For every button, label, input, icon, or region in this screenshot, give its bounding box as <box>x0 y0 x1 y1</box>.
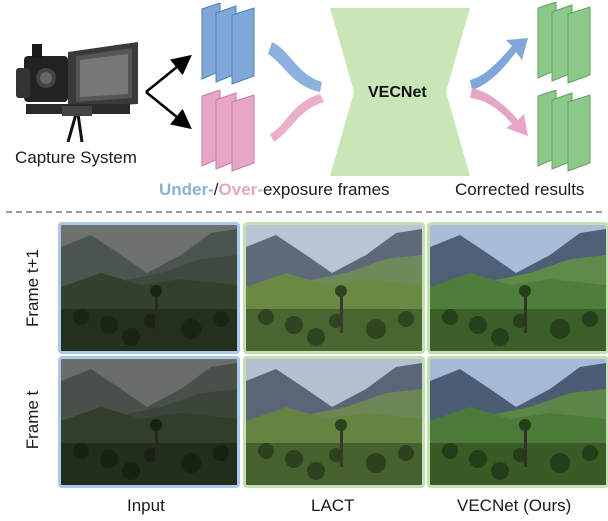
section-divider <box>6 211 602 213</box>
exposure-frames-caption: Under-/Over-exposure frames <box>159 180 390 200</box>
input-flow-arrows <box>268 42 324 142</box>
panel-vecnet-frame-t <box>427 356 608 488</box>
vecnet-network-block <box>330 8 470 176</box>
corrected-frames-top <box>537 2 591 84</box>
column-label-input: Input <box>127 496 165 515</box>
under-exposure-frames <box>201 3 255 85</box>
column-label-lact: LACT <box>311 496 355 515</box>
row-label-frame-t-plus-1: Frame t+1 <box>23 249 42 327</box>
row-label-frame-t: Frame t <box>23 390 42 450</box>
panel-input-frame-t-plus-1 <box>58 222 240 354</box>
panel-input-frame-t <box>58 356 240 488</box>
panel-lact-frame-t-plus-1 <box>243 222 425 354</box>
corrected-frames-bottom <box>537 90 591 172</box>
camera-rig-illustration <box>16 42 138 143</box>
vecnet-label: VECNet <box>368 84 427 101</box>
panel-lact-frame-t <box>243 356 425 488</box>
over-exposure-word: Over- <box>218 180 263 199</box>
column-label-vecnet: VECNet (Ours) <box>457 496 572 515</box>
capture-system-label: Capture System <box>15 148 137 167</box>
under-exposure-word: Under- <box>159 180 214 199</box>
panel-vecnet-frame-t-plus-1 <box>427 222 608 354</box>
branch-arrows <box>145 54 192 130</box>
corrected-results-label: Corrected results <box>455 180 585 199</box>
caption-slash: / <box>213 180 219 199</box>
output-flow-arrows <box>470 38 528 136</box>
over-exposure-frames <box>201 90 255 172</box>
exposure-frames-text: exposure frames <box>262 180 390 199</box>
